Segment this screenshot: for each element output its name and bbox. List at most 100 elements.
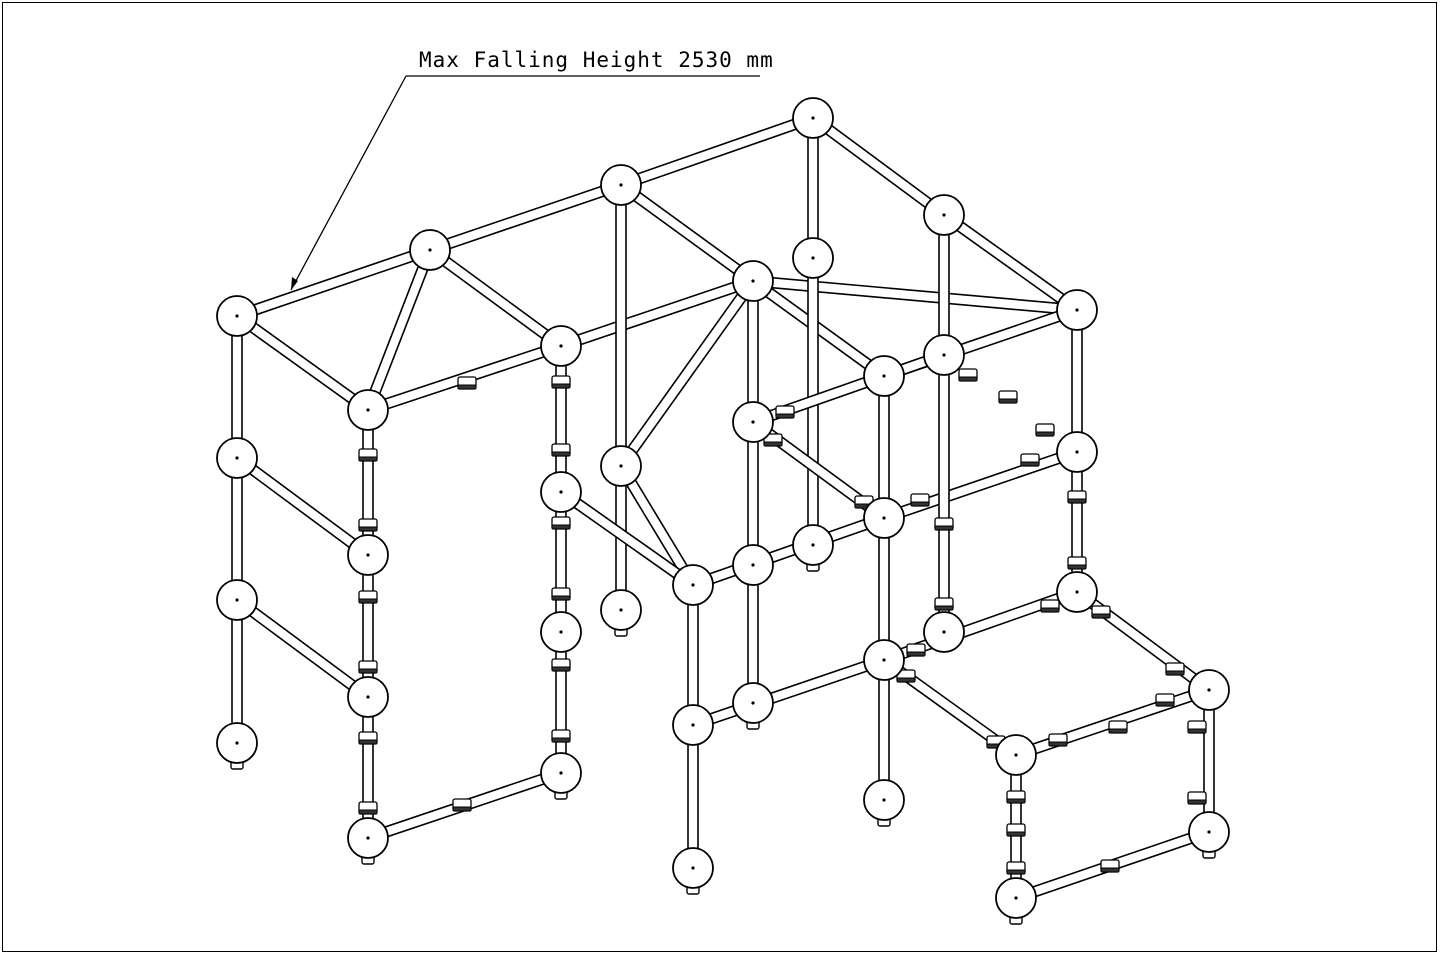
ball-joint-h (540, 325, 582, 367)
pipe-l-v (362, 555, 374, 697)
ball-joint-ah (732, 682, 774, 724)
pipe-clamp (1091, 605, 1111, 619)
pipe-clamp (1035, 423, 1055, 437)
pipe-clamp (452, 798, 472, 812)
ball-joint-an (672, 847, 714, 889)
pipe-clamp (358, 801, 378, 815)
ball-joint-ac (863, 639, 905, 681)
pipe-k-u (231, 458, 243, 600)
ball-joint-ae (347, 817, 389, 859)
pipe-clamp (1067, 490, 1087, 504)
pipe-clamp (1165, 662, 1185, 676)
pipe-h-i (559, 275, 755, 352)
pipe-ac-ai (878, 660, 890, 800)
pipe-clamp (934, 517, 954, 531)
ball-joint-aa (1056, 571, 1098, 613)
ball-joint-ak (995, 734, 1037, 776)
ball-joint-z (792, 524, 834, 566)
pipe-c-d (619, 112, 815, 191)
pipe-j-s (878, 376, 890, 518)
pipe-a-g (233, 311, 372, 415)
pipe-aa-aj (1073, 587, 1213, 695)
pipe-clamp (1108, 720, 1128, 734)
ball-joint-al (1188, 811, 1230, 853)
pipe-clamp (551, 658, 571, 672)
pipe-s-r2 (882, 446, 1079, 524)
pipe-clamp (1155, 693, 1175, 707)
pipe-i-q (747, 281, 759, 422)
pipe-clamp (1006, 790, 1026, 804)
pipe-clamp (358, 731, 378, 745)
pipe-clamp (1006, 861, 1026, 875)
ball-joint-u (216, 579, 258, 621)
ball-joint-g (347, 389, 389, 431)
clamp-layer (358, 368, 1207, 875)
pipe-clamp (1006, 823, 1026, 837)
pipe-k-l (233, 453, 372, 560)
ball-joint-ad (216, 722, 258, 764)
pipe-e-f (940, 210, 1081, 315)
ball-joint-r2 (1056, 431, 1098, 473)
pipe-aj-al (1203, 690, 1215, 832)
pipe-clamp (1187, 791, 1207, 805)
pipe-t-ag (687, 585, 699, 725)
ball-joint-q (732, 401, 774, 443)
ball-joint-d (792, 97, 834, 139)
ball-joint-w (540, 611, 582, 653)
pipe-clamp (998, 390, 1018, 404)
pipe-clamp (551, 516, 571, 530)
pipe-ag-ac (691, 654, 886, 731)
pipe-m-w (555, 492, 567, 632)
ball-joint-j (863, 355, 905, 397)
pipe-ag-an (687, 725, 699, 868)
pipe-clamp (1100, 859, 1120, 873)
annotation: Max Falling Height 2530 mm (290, 48, 774, 291)
ball-joint-ab (923, 611, 965, 653)
ball-joint-y (732, 544, 774, 586)
pipe-a-k (231, 316, 243, 458)
pipe-p-ab (938, 355, 950, 632)
pipe-clamp (1040, 599, 1060, 613)
ball-joint-ag (672, 704, 714, 746)
pipe-clamp (358, 590, 378, 604)
pipe-clamp (358, 448, 378, 462)
pipe-clamp (551, 443, 571, 457)
pipe-clamp (958, 368, 978, 382)
ball-joint-s (863, 497, 905, 539)
max-falling-height-label: Max Falling Height 2530 mm (419, 48, 774, 72)
ball-joint-x (600, 589, 642, 631)
ball-joint-p (923, 334, 965, 376)
pipe-clamp (910, 493, 930, 507)
pipe-clamp (1020, 453, 1040, 467)
pipe-clamp (1187, 720, 1207, 734)
pipe-layer (231, 112, 1215, 904)
pipe-b-c (428, 179, 623, 256)
ball-joint-b (409, 229, 451, 271)
ball-joint-n2 (600, 445, 642, 487)
pipe-d-e (809, 113, 948, 220)
pipe-c-i (617, 180, 757, 286)
ball-joint-layer (216, 97, 1230, 925)
pipe-clamp (358, 660, 378, 674)
leader-line (290, 75, 407, 291)
pipe-clamp (1067, 556, 1087, 570)
ball-joint-e (923, 194, 965, 236)
pipe-y-ah (747, 565, 759, 703)
ball-joint-ai (863, 779, 905, 821)
ball-joint-t (672, 564, 714, 606)
pipe-clamp (551, 729, 571, 743)
pipe-q-y (747, 422, 759, 565)
pipe-w-af (555, 632, 567, 773)
pipe-clamp (763, 433, 783, 447)
pipe-c-n2 (615, 185, 627, 466)
pipe-clamp (775, 405, 795, 419)
pipe-clamp (457, 376, 477, 390)
pipe-u-v (233, 595, 372, 702)
pipe-clamp (896, 669, 916, 683)
pipe-d-o (807, 118, 819, 258)
ball-joint-aj (1188, 669, 1230, 711)
pipe-g-l (362, 410, 374, 555)
ball-joint-v (347, 676, 389, 718)
pipe-v-ae (362, 697, 374, 838)
